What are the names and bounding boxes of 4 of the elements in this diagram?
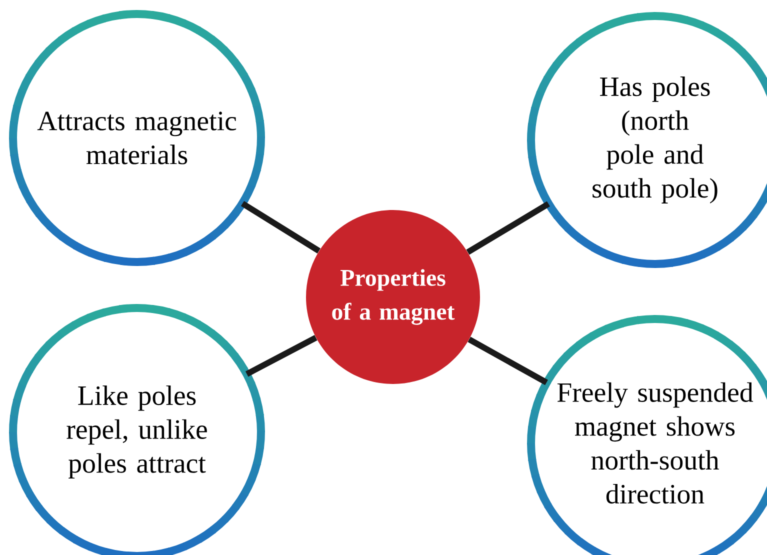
connector-line xyxy=(240,200,321,254)
connector-line xyxy=(245,335,318,377)
connector-line xyxy=(466,201,550,255)
connector-line xyxy=(468,336,548,386)
